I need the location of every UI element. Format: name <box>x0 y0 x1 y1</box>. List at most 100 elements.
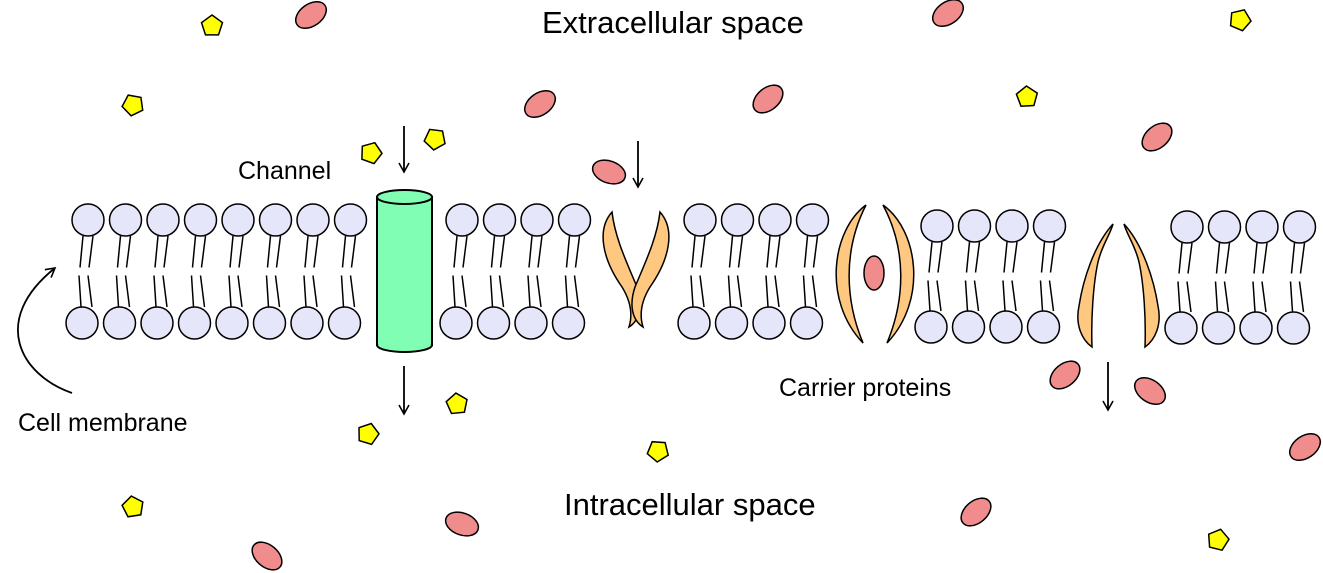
phospholipid-head-inner <box>514 306 548 340</box>
extracellular-label: Extracellular space <box>542 5 804 40</box>
phospholipid <box>914 209 954 344</box>
pentagon-solute-icon <box>121 94 144 117</box>
phospholipid <box>1026 209 1067 344</box>
phospholipid-head-outer <box>1207 210 1242 244</box>
intracellular-label: Intracellular space <box>564 487 816 522</box>
oval-solute-icon <box>752 84 784 114</box>
oval-solute-icon <box>1141 122 1173 152</box>
phospholipid-head-inner <box>714 306 749 340</box>
phospholipid-head-outer <box>1282 210 1317 244</box>
oval-solute-icon <box>1133 376 1167 406</box>
phospholipid-head-inner <box>1026 310 1061 344</box>
phospholipid-head-inner <box>476 306 511 340</box>
phospholipid-head-inner <box>951 310 986 344</box>
phospholipid-head-inner <box>215 306 249 340</box>
phospholipid-head-outer <box>1032 209 1067 243</box>
curved-arrow-icon <box>17 266 73 394</box>
phospholipid <box>1276 210 1317 345</box>
phospholipid-head-inner <box>1201 311 1236 345</box>
pentagon-solute-icon <box>121 495 144 518</box>
phospholipid-head-inner <box>439 306 473 340</box>
phospholipid <box>951 209 992 344</box>
phospholipid-head-outer <box>71 203 105 237</box>
phospholipid-head-outer <box>1170 210 1204 244</box>
phospholipid <box>1201 210 1242 345</box>
oval-solute-icon <box>444 511 480 537</box>
solute-molecules <box>121 0 1322 571</box>
phospholipid <box>514 203 554 340</box>
phospholipid <box>290 203 330 340</box>
phospholipid-head-inner <box>914 310 948 344</box>
phospholipid-head-outer <box>957 209 992 243</box>
phospholipid <box>1164 210 1204 345</box>
phospholipid-head-inner <box>252 306 287 340</box>
oval-solute-icon <box>931 0 965 28</box>
pentagon-solute-icon <box>361 141 383 165</box>
phospholipid-head-outer <box>920 209 954 243</box>
phospholipid <box>714 203 755 340</box>
channel-label: Channel <box>238 157 332 185</box>
oval-solute-icon <box>960 497 992 527</box>
phospholipid-head-inner <box>752 306 786 340</box>
phospholipid <box>789 203 830 340</box>
phospholipid-head-outer <box>445 203 479 237</box>
phospholipid-head-inner <box>102 306 137 340</box>
phospholipid-head-outer <box>795 203 830 237</box>
phospholipid <box>439 203 479 340</box>
channel-protein <box>376 189 433 353</box>
phospholipid-bilayer <box>65 203 1317 345</box>
phospholipid-head-outer <box>296 203 330 237</box>
phospholipid-head-outer <box>258 203 293 237</box>
phospholipid-head-outer <box>146 203 180 237</box>
pentagon-solute-icon <box>358 422 380 446</box>
phospholipid <box>989 209 1029 344</box>
phospholipid <box>215 203 255 340</box>
cell-membrane-label: Cell membrane <box>18 409 188 437</box>
phospholipid-head-inner <box>177 306 212 340</box>
carrier-proteins-label: Carrier proteins <box>779 374 952 402</box>
phospholipid-head-outer <box>720 203 755 237</box>
phospholipid <box>140 203 180 340</box>
pentagon-solute-icon <box>1207 528 1230 552</box>
phospholipid-head-inner <box>989 310 1023 344</box>
phospholipid-head-outer <box>557 203 592 237</box>
phospholipid-head-inner <box>677 306 711 340</box>
pentagon-solute-icon <box>445 392 468 415</box>
phospholipid <box>1239 210 1279 345</box>
phospholipid <box>752 203 792 340</box>
phospholipid-head-inner <box>327 306 362 340</box>
phospholipid <box>252 203 293 340</box>
pentagon-solute-icon <box>423 128 446 151</box>
pentagon-solute-icon <box>1229 9 1252 32</box>
phospholipid-head-inner <box>1239 311 1273 345</box>
phospholipid-head-inner <box>551 306 586 340</box>
phospholipid-head-outer <box>482 203 517 237</box>
transport-arrows <box>17 126 1114 416</box>
pentagon-solute-icon <box>1015 85 1039 107</box>
carrier-protein-open-inside <box>1077 223 1160 349</box>
oval-solute-icon <box>1049 360 1081 390</box>
phospholipid-head-outer <box>333 203 368 237</box>
pentagon-solute-icon <box>200 14 224 36</box>
phospholipid-head-outer <box>758 203 792 237</box>
phospholipid-head-inner <box>65 306 99 340</box>
phospholipid <box>476 203 517 340</box>
phospholipid <box>551 203 592 340</box>
phospholipid-head-inner <box>789 306 824 340</box>
phospholipid-head-outer <box>995 209 1029 243</box>
phospholipid <box>327 203 368 340</box>
phospholipid-head-outer <box>221 203 255 237</box>
phospholipid-head-inner <box>1164 311 1198 345</box>
phospholipid-head-outer <box>183 203 218 237</box>
phospholipid <box>677 203 717 340</box>
oval-solute-icon <box>1288 432 1322 462</box>
oval-solute-icon <box>591 159 627 185</box>
phospholipid-head-outer <box>108 203 143 237</box>
phospholipid-head-inner <box>290 306 324 340</box>
phospholipid-head-outer <box>683 203 717 237</box>
phospholipid <box>65 203 105 340</box>
oval-solute-icon <box>523 89 557 119</box>
carrier-protein-open-outside <box>602 210 670 329</box>
phospholipid-head-inner <box>140 306 174 340</box>
